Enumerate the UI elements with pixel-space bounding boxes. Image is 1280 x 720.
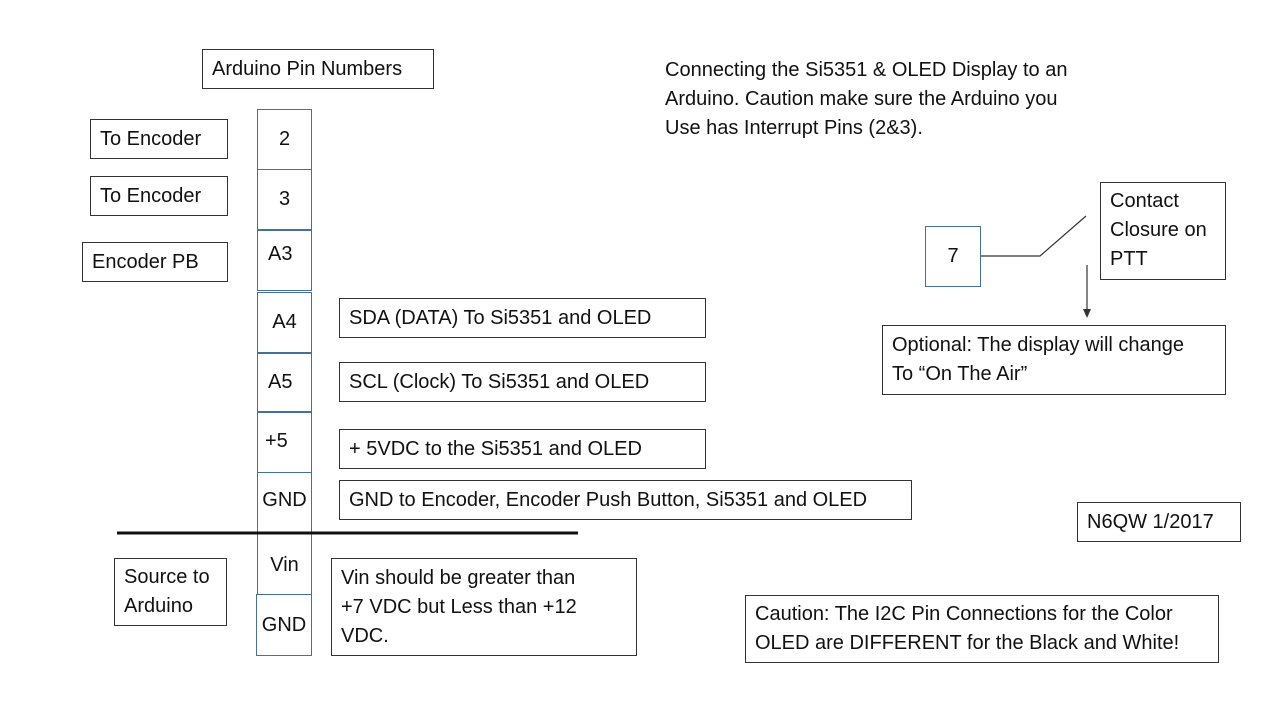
vin-note-line: Vin should be greater than bbox=[341, 567, 576, 589]
pin-3: 3 bbox=[257, 169, 312, 230]
sda-text: SDA (DATA) To Si5351 and OLED bbox=[349, 307, 652, 329]
description-line: Use has Interrupt Pins (2&3). bbox=[665, 117, 923, 139]
ptt-contact-line: Contact bbox=[1110, 190, 1179, 212]
encoder-label-text: To Encoder bbox=[100, 185, 202, 207]
ptt-contact-label: Contact Closure on PTT bbox=[1100, 182, 1226, 280]
pin-7: 7 bbox=[925, 226, 981, 287]
vcc-label: + 5VDC to the Si5351 and OLED bbox=[339, 429, 706, 469]
encoder-pb-label: Encoder PB bbox=[82, 242, 228, 282]
caution-line: Caution: The I2C Pin Connections for the… bbox=[755, 603, 1173, 625]
encoder-label-2: To Encoder bbox=[90, 176, 228, 216]
pin-label: 2 bbox=[278, 128, 291, 150]
caution-note: Caution: The I2C Pin Connections for the… bbox=[745, 595, 1219, 663]
pin-a5: A5 bbox=[257, 353, 312, 412]
pin-label: A3 bbox=[268, 243, 293, 265]
scl-label: SCL (Clock) To Si5351 and OLED bbox=[339, 362, 706, 402]
pin-label: 3 bbox=[278, 188, 291, 210]
ptt-switch-line bbox=[981, 215, 1087, 257]
vin-note-line: VDC. bbox=[341, 625, 389, 647]
vcc-text: + 5VDC to the Si5351 and OLED bbox=[349, 438, 642, 460]
pin-2: 2 bbox=[257, 109, 312, 170]
encoder-pb-text: Encoder PB bbox=[92, 251, 199, 273]
scl-text: SCL (Clock) To Si5351 and OLED bbox=[349, 371, 650, 393]
pin-label: +5 bbox=[265, 430, 288, 452]
pin-plus5: +5 bbox=[257, 412, 312, 473]
optional-note: Optional: The display will change To “On… bbox=[882, 325, 1226, 395]
pin-label: GND bbox=[261, 613, 307, 636]
ptt-arrow-head bbox=[1083, 309, 1091, 318]
pin-a4: A4 bbox=[257, 292, 312, 353]
caution-line: OLED are DIFFERENT for the Black and Whi… bbox=[755, 632, 1180, 654]
encoder-label-1: To Encoder bbox=[90, 119, 228, 159]
vin-note-line: +7 VDC but Less than +12 bbox=[341, 596, 577, 618]
header-label: Arduino Pin Numbers bbox=[202, 49, 434, 89]
description-line: Arduino. Caution make sure the Arduino y… bbox=[665, 88, 1058, 110]
source-line: Source to bbox=[124, 566, 210, 588]
pin-label: 7 bbox=[947, 245, 959, 267]
ptt-contact-line: PTT bbox=[1110, 248, 1148, 270]
gnd-text: GND to Encoder, Encoder Push Button, Si5… bbox=[349, 489, 868, 511]
pin-label: GND bbox=[262, 489, 307, 511]
credit-label: N6QW 1/2017 bbox=[1077, 502, 1241, 542]
pin-vin: Vin bbox=[257, 533, 312, 595]
gnd-label: GND to Encoder, Encoder Push Button, Si5… bbox=[339, 480, 912, 520]
pin-label: A5 bbox=[268, 371, 293, 393]
optional-line: Optional: The display will change bbox=[892, 334, 1185, 356]
pin-gnd-1: GND bbox=[257, 472, 312, 534]
sda-label: SDA (DATA) To Si5351 and OLED bbox=[339, 298, 706, 338]
pin-gnd-2: GND bbox=[256, 594, 312, 656]
pin-a3: A3 bbox=[257, 230, 312, 291]
source-label: Source to Arduino bbox=[114, 558, 227, 626]
ptt-contact-line: Closure on bbox=[1110, 219, 1207, 241]
pin-label: A4 bbox=[272, 311, 297, 333]
credit-text: N6QW 1/2017 bbox=[1087, 511, 1214, 533]
pin-label: Vin bbox=[270, 554, 299, 576]
source-line: Arduino bbox=[124, 595, 193, 617]
encoder-label-text: To Encoder bbox=[100, 128, 202, 150]
header-label-text: Arduino Pin Numbers bbox=[212, 58, 403, 80]
description-text: Connecting the Si5351 & OLED Display to … bbox=[665, 56, 1067, 143]
vin-note: Vin should be greater than +7 VDC but Le… bbox=[331, 558, 637, 656]
optional-line: To “On The Air” bbox=[892, 363, 1028, 385]
description-line: Connecting the Si5351 & OLED Display to … bbox=[665, 59, 1068, 81]
